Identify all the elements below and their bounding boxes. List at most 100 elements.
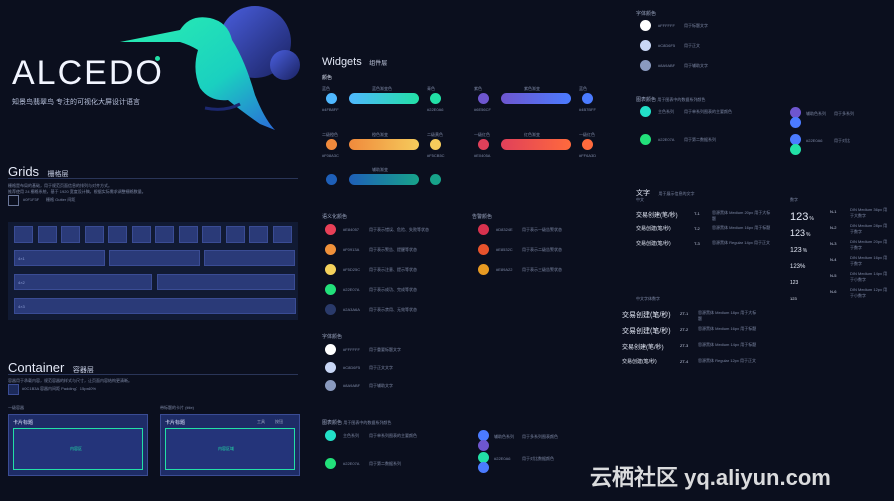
grid-column [202,226,221,243]
color-dot [430,174,441,185]
legend-note: 容器内间距 Padding：15px [40,386,89,391]
color-swatch [478,244,489,255]
number-sample: 123% [790,264,806,270]
color-value: #4FB8FF [322,107,339,112]
color-value: #22E0A6 [427,107,444,112]
container-card: 卡片标题 内容区 [8,414,148,476]
type-desc: 思源黑体 Medium 20px 用于大标题 [712,210,771,221]
kingfisher-illustration [120,6,300,131]
color-value: #D8324E [496,227,513,232]
divider [8,374,298,375]
gradient-name: 蓝色渐变色 [372,86,392,91]
type-sample: 交易创建(笔/秒) [636,241,671,247]
brand-subtitle: 知景鸟翡翠鸟 专注的可视化大屏设计语言 [12,99,140,106]
number-sample: 123% [790,228,811,238]
brand-logo: ALCEDO [12,54,164,92]
color-value: #6E56CF [474,107,491,112]
number-key: N-2 [830,225,837,230]
color-value: #E84057 [343,227,360,232]
number-key: N-4 [830,257,837,262]
grids-header: Grids 栅格层 [8,164,69,179]
container-label: 一级容器 [8,405,24,410]
number-sample: 123% [790,211,814,223]
color-swatch [325,244,336,255]
color-desc: 用于对比 [834,138,850,143]
gradient-name: 紫色渐变 [524,86,540,91]
number-sample: 123 [790,280,799,286]
chart-color-title: 图表颜色 用于图表中的数据系列颜色 [322,420,392,426]
color-desc: 用于辅助文字 [684,63,708,68]
color-desc: 用于单系列图表的主要颜色 [684,109,732,114]
grid-column [178,226,198,243]
typography-sub: 中文 [636,197,644,202]
color-value: #22E07A [343,287,360,292]
container-content-area: 内容区 [13,428,143,470]
color-value: #FFFFFF [343,347,360,352]
legend-extra: 40% [88,386,97,391]
color-swatch [790,134,801,145]
chart-color-title: 图表颜色 用于图表中的数据系列颜色 [636,97,706,103]
gradient-name: 红色渐变 [524,132,540,137]
number-key: N-1 [830,209,837,214]
gradient-bar [501,139,571,150]
grid-block: 4×2 [14,274,152,290]
color-dot [430,139,441,150]
number-desc: DIN Medium 14px 用于小数字 [850,271,888,282]
legend-swatch [8,195,19,206]
card-tool[interactable]: 工具 [257,419,265,424]
color-swatch [478,462,489,473]
color-dot [326,139,337,150]
legend-swatch [8,384,19,395]
grid-block: 4×3 [14,298,296,314]
color-desc: 用于辅助文字 [369,383,393,388]
legend-value: #0C1B3A [22,386,40,391]
gradient-left-label: 一级红色 [474,132,490,137]
grid-block: 4×1 [14,250,105,266]
gradient-name: 橙色渐变 [372,132,388,137]
color-swatch [478,224,489,235]
color-value: #22E0A6 [806,138,823,143]
color-swatch [325,304,336,315]
grid-block [109,250,200,266]
container-card-titled: 卡片标题 工具 按钮 内容区域 [160,414,300,476]
color-swatch [478,264,489,275]
color-dot [430,93,441,104]
type-desc: 思源黑体 Regular 12px 用于正文 [698,358,757,363]
gradient-left-label: 二级橙色 [322,132,338,137]
grid-block [157,274,295,290]
color-swatch [478,452,489,463]
color-swatch [325,380,336,391]
color-value: #C8D6F5 [658,43,676,48]
color-value: #8A9ABF [658,63,676,68]
color-desc: 用于表示禁用、无效等状态 [369,307,417,312]
text-color-title: 字体颜色 [636,11,657,17]
type-desc: 思源黑体 Medium 16px 用于标题 [698,326,757,331]
card-button[interactable]: 按钮 [275,419,283,424]
logo-dot [155,56,160,61]
color-value: #2A3A6A [343,307,360,312]
color-dot [582,139,593,150]
grid-column [14,226,33,243]
divider [8,178,298,179]
color-value: #E8532C [496,247,513,252]
color-value: #4B7BFF [579,107,596,112]
color-value: #C8D6F5 [343,365,361,370]
color-swatch [790,117,801,128]
gradient-bar [349,174,419,185]
color-desc: 用于表示错误、危险、失败等状态 [369,227,429,232]
color-swatch [640,40,651,51]
grid-column [225,226,245,243]
type-key: ZT-2 [680,327,689,332]
color-swatch [478,430,489,441]
grid-column [131,226,151,243]
color-value: #F5CB5C [427,153,445,158]
type-sample: 交易创建(笔/秒) [622,312,671,319]
number-desc: DIN Medium 28px 用于数字 [850,223,888,234]
color-value: 主色系列 [658,109,674,114]
container-label: 带标题的卡片 (title) [160,405,194,410]
color-value: #22E0A6 [494,456,511,461]
type-key: T-3 [694,241,700,246]
type-key: ZT-1 [680,311,689,316]
color-desc: 用于多系列图表颜色 [522,434,558,439]
grid-column [272,226,292,243]
